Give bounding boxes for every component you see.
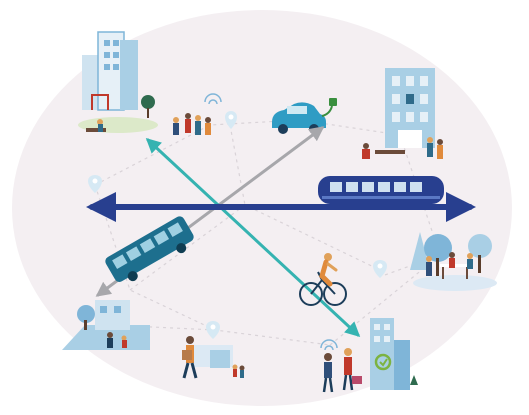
tram-icon	[318, 176, 444, 204]
residential-building-icon	[362, 68, 443, 159]
delivery-person-icon	[182, 336, 245, 379]
playground-icon	[78, 31, 158, 133]
eco-building-icon	[370, 318, 418, 390]
bus-icon	[105, 216, 194, 282]
house-icon	[62, 300, 150, 350]
park-picnic-icon	[410, 232, 497, 291]
arrow-diagonal-teal	[145, 137, 361, 338]
pedestrians-icon	[320, 339, 362, 393]
cyclist-icon	[299, 253, 347, 306]
